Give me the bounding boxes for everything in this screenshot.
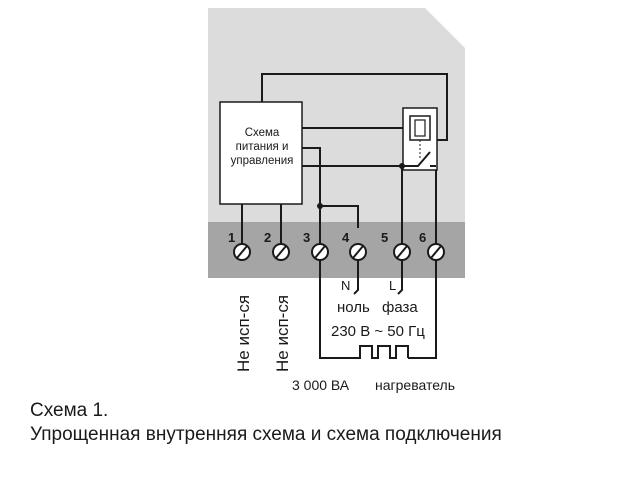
control-block-line-1: Схема	[245, 127, 280, 139]
neutral-feed-wire	[302, 147, 321, 206]
figure-caption-title: Схема 1.	[30, 400, 109, 421]
figure-caption-description: Упрощенная внутренняя схема и схема подк…	[30, 424, 502, 445]
terminal-screw-2	[272, 243, 290, 261]
external-wiring	[319, 260, 437, 359]
unused-label-terminal-1: Не исп-ся	[234, 295, 253, 372]
terminal-screw-1	[233, 243, 251, 261]
junction-dot-neutral	[317, 203, 323, 209]
neutral-letter: N	[341, 278, 350, 293]
terminal-number-4: 4	[342, 230, 350, 245]
neutral-lead	[353, 260, 359, 295]
heater-lead-right	[408, 260, 437, 359]
junction-dot-phase	[399, 163, 405, 169]
terminal-screw-5	[393, 243, 411, 261]
relay-coil-core	[414, 119, 426, 137]
terminal-screw-3	[311, 243, 329, 261]
relay	[402, 107, 438, 171]
load-name: нагреватель	[375, 377, 455, 393]
supply-rating: 230 В ~ 50 Гц	[331, 323, 425, 340]
coil-wire-top	[261, 73, 448, 141]
heater-lead-left	[319, 260, 354, 359]
terminal-number-1: 1	[228, 230, 235, 245]
terminal-number-3: 3	[303, 230, 310, 245]
terminal-screws	[233, 243, 445, 261]
terminal-screw-6	[427, 243, 445, 261]
terminal-number-2: 2	[264, 230, 271, 245]
neutral-word: ноль	[337, 299, 370, 316]
phase-word: фаза	[382, 299, 418, 316]
terminal-strip	[208, 222, 465, 278]
phase-lead	[397, 260, 403, 295]
unused-label-terminal-2: Не исп-ся	[273, 295, 292, 372]
terminal-number-5: 5	[381, 230, 388, 245]
control-block	[219, 101, 303, 205]
control-block-line-3: управления	[231, 155, 294, 167]
control-block-line-2: питания и	[236, 141, 289, 153]
relay-contact	[402, 151, 431, 167]
load-power: 3 000 ВА	[292, 377, 350, 393]
heater-element	[354, 345, 409, 359]
terminal-number-6: 6	[419, 230, 426, 245]
terminal-screw-4	[349, 243, 367, 261]
neutral-bridge-wire	[320, 205, 359, 228]
phase-letter: L	[389, 278, 396, 293]
